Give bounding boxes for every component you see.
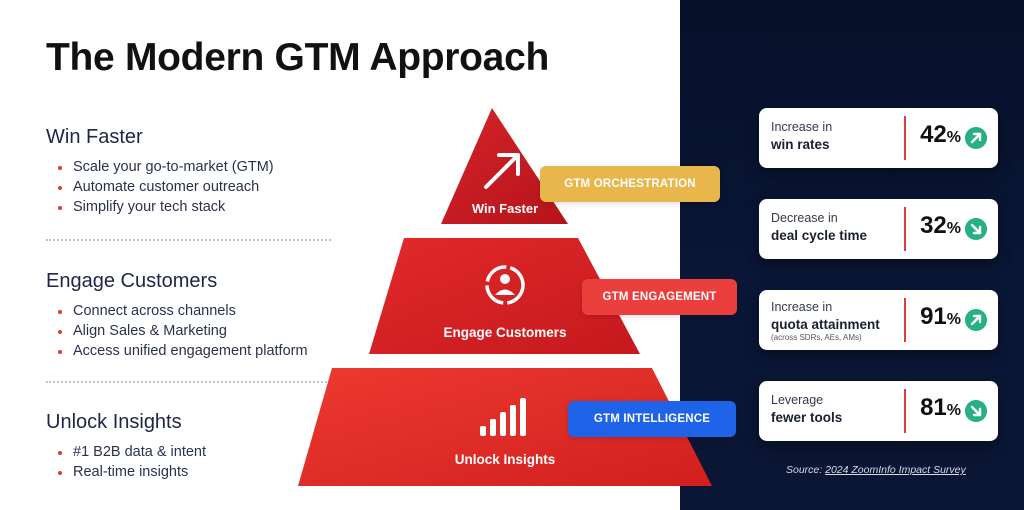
pill-label: GTM ORCHESTRATION: [564, 178, 696, 190]
page-title: The Modern GTM Approach: [46, 36, 549, 79]
stat-value: 42%: [920, 121, 961, 148]
bullet-list: #1 B2B data & intent Real-time insights: [46, 442, 336, 482]
bullet-item: Simplify your tech stack: [46, 197, 336, 217]
stat-card-quota-attainment: Increase in quota attainment (across SDR…: [759, 290, 998, 350]
bullet-item: Automate customer outreach: [46, 177, 336, 197]
pyramid-tier-middle: [369, 238, 640, 354]
stat-line2: quota attainment: [771, 317, 880, 332]
source-citation: Source: 2024 ZoomInfo Impact Survey: [786, 464, 966, 476]
stat-divider: [904, 207, 906, 251]
pyramid-tier-label: Engage Customers: [443, 325, 566, 340]
stat-card-deal-cycle: Decrease in deal cycle time 32%: [759, 199, 998, 259]
arrow-up-right-icon: [965, 127, 987, 149]
bullet-item: Access unified engagement platform: [46, 341, 336, 361]
source-link[interactable]: 2024 ZoomInfo Impact Survey: [825, 464, 966, 476]
stat-line1: Increase in: [771, 120, 833, 134]
pill-gtm-engagement: GTM ENGAGEMENT: [582, 279, 737, 315]
arrow-down-right-icon: [965, 400, 987, 422]
stat-description: Increase in win rates: [771, 119, 901, 153]
stat-line2: win rates: [771, 137, 830, 152]
stat-description: Increase in quota attainment (across SDR…: [771, 299, 901, 343]
bullet-item: Connect across channels: [46, 301, 336, 321]
stat-value: 91%: [920, 303, 961, 330]
stat-line1: Decrease in: [771, 211, 838, 225]
bullet-item: Scale your go-to-market (GTM): [46, 157, 336, 177]
pill-label: GTM ENGAGEMENT: [602, 291, 717, 303]
pill-gtm-intelligence: GTM INTELLIGENCE: [568, 401, 736, 437]
stat-line2: deal cycle time: [771, 228, 868, 243]
section-heading: Engage Customers: [46, 270, 218, 292]
user-circle-icon: [485, 265, 525, 305]
stat-value: 32%: [920, 212, 961, 239]
bullet-item: #1 B2B data & intent: [46, 442, 336, 462]
stat-card-fewer-tools: Leverage fewer tools 81%: [759, 381, 998, 441]
section-engage-customers: Engage Customers Connect across channels…: [46, 270, 336, 361]
stat-value: 81%: [920, 394, 961, 421]
stat-description: Leverage fewer tools: [771, 392, 901, 426]
pill-label: GTM INTELLIGENCE: [593, 413, 711, 425]
pill-gtm-orchestration: GTM ORCHESTRATION: [540, 166, 720, 202]
bullet-list: Scale your go-to-market (GTM) Automate c…: [46, 157, 336, 217]
bullet-item: Align Sales & Marketing: [46, 321, 336, 341]
arrow-up-right-icon: [484, 153, 520, 189]
stat-divider: [904, 116, 906, 160]
section-divider: [46, 381, 331, 383]
pyramid-tier-label: Win Faster: [472, 201, 538, 216]
stat-line1: Leverage: [771, 393, 824, 407]
pyramid-tier-label: Unlock Insights: [455, 452, 556, 467]
stat-description: Decrease in deal cycle time: [771, 210, 901, 244]
bar-chart-icon: [480, 398, 526, 436]
section-heading: Unlock Insights: [46, 411, 182, 433]
bullet-item: Real-time insights: [46, 462, 336, 482]
stat-note: (across SDRs, AEs, AMs): [771, 333, 862, 342]
stat-divider: [904, 389, 906, 433]
stat-card-win-rates: Increase in win rates 42%: [759, 108, 998, 168]
section-unlock-insights: Unlock Insights #1 B2B data & intent Rea…: [46, 411, 336, 482]
arrow-down-right-icon: [965, 218, 987, 240]
arrow-up-right-icon: [965, 309, 987, 331]
section-win-faster: Win Faster Scale your go-to-market (GTM)…: [46, 126, 336, 217]
section-divider: [46, 239, 331, 241]
stat-line2: fewer tools: [771, 410, 843, 425]
bullet-list: Connect across channels Align Sales & Ma…: [46, 301, 336, 361]
stat-divider: [904, 298, 906, 342]
section-heading: Win Faster: [46, 126, 143, 148]
stat-line1: Increase in: [771, 300, 833, 314]
